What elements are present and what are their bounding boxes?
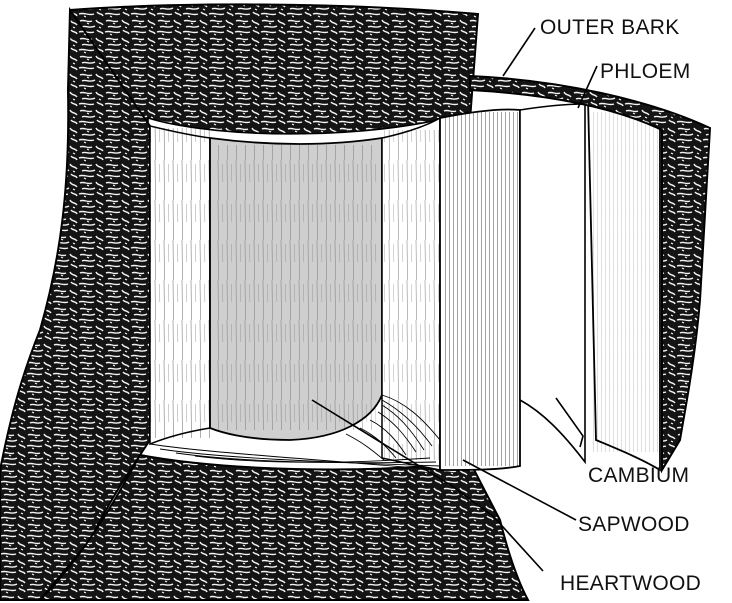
label-outer-bark: OUTER BARK bbox=[540, 16, 680, 39]
label-phloem: PHLOEM bbox=[600, 60, 691, 83]
cambium-layer bbox=[520, 104, 585, 462]
sapwood-left-grain bbox=[150, 128, 210, 438]
phloem-grain bbox=[592, 112, 658, 452]
label-sapwood: SAPWOOD bbox=[578, 513, 690, 536]
label-heartwood: HEARTWOOD bbox=[560, 572, 701, 595]
sapwood-slab-grain bbox=[442, 112, 518, 466]
heartwood-grain bbox=[214, 145, 378, 430]
label-cambium: CAMBIUM bbox=[588, 464, 689, 487]
